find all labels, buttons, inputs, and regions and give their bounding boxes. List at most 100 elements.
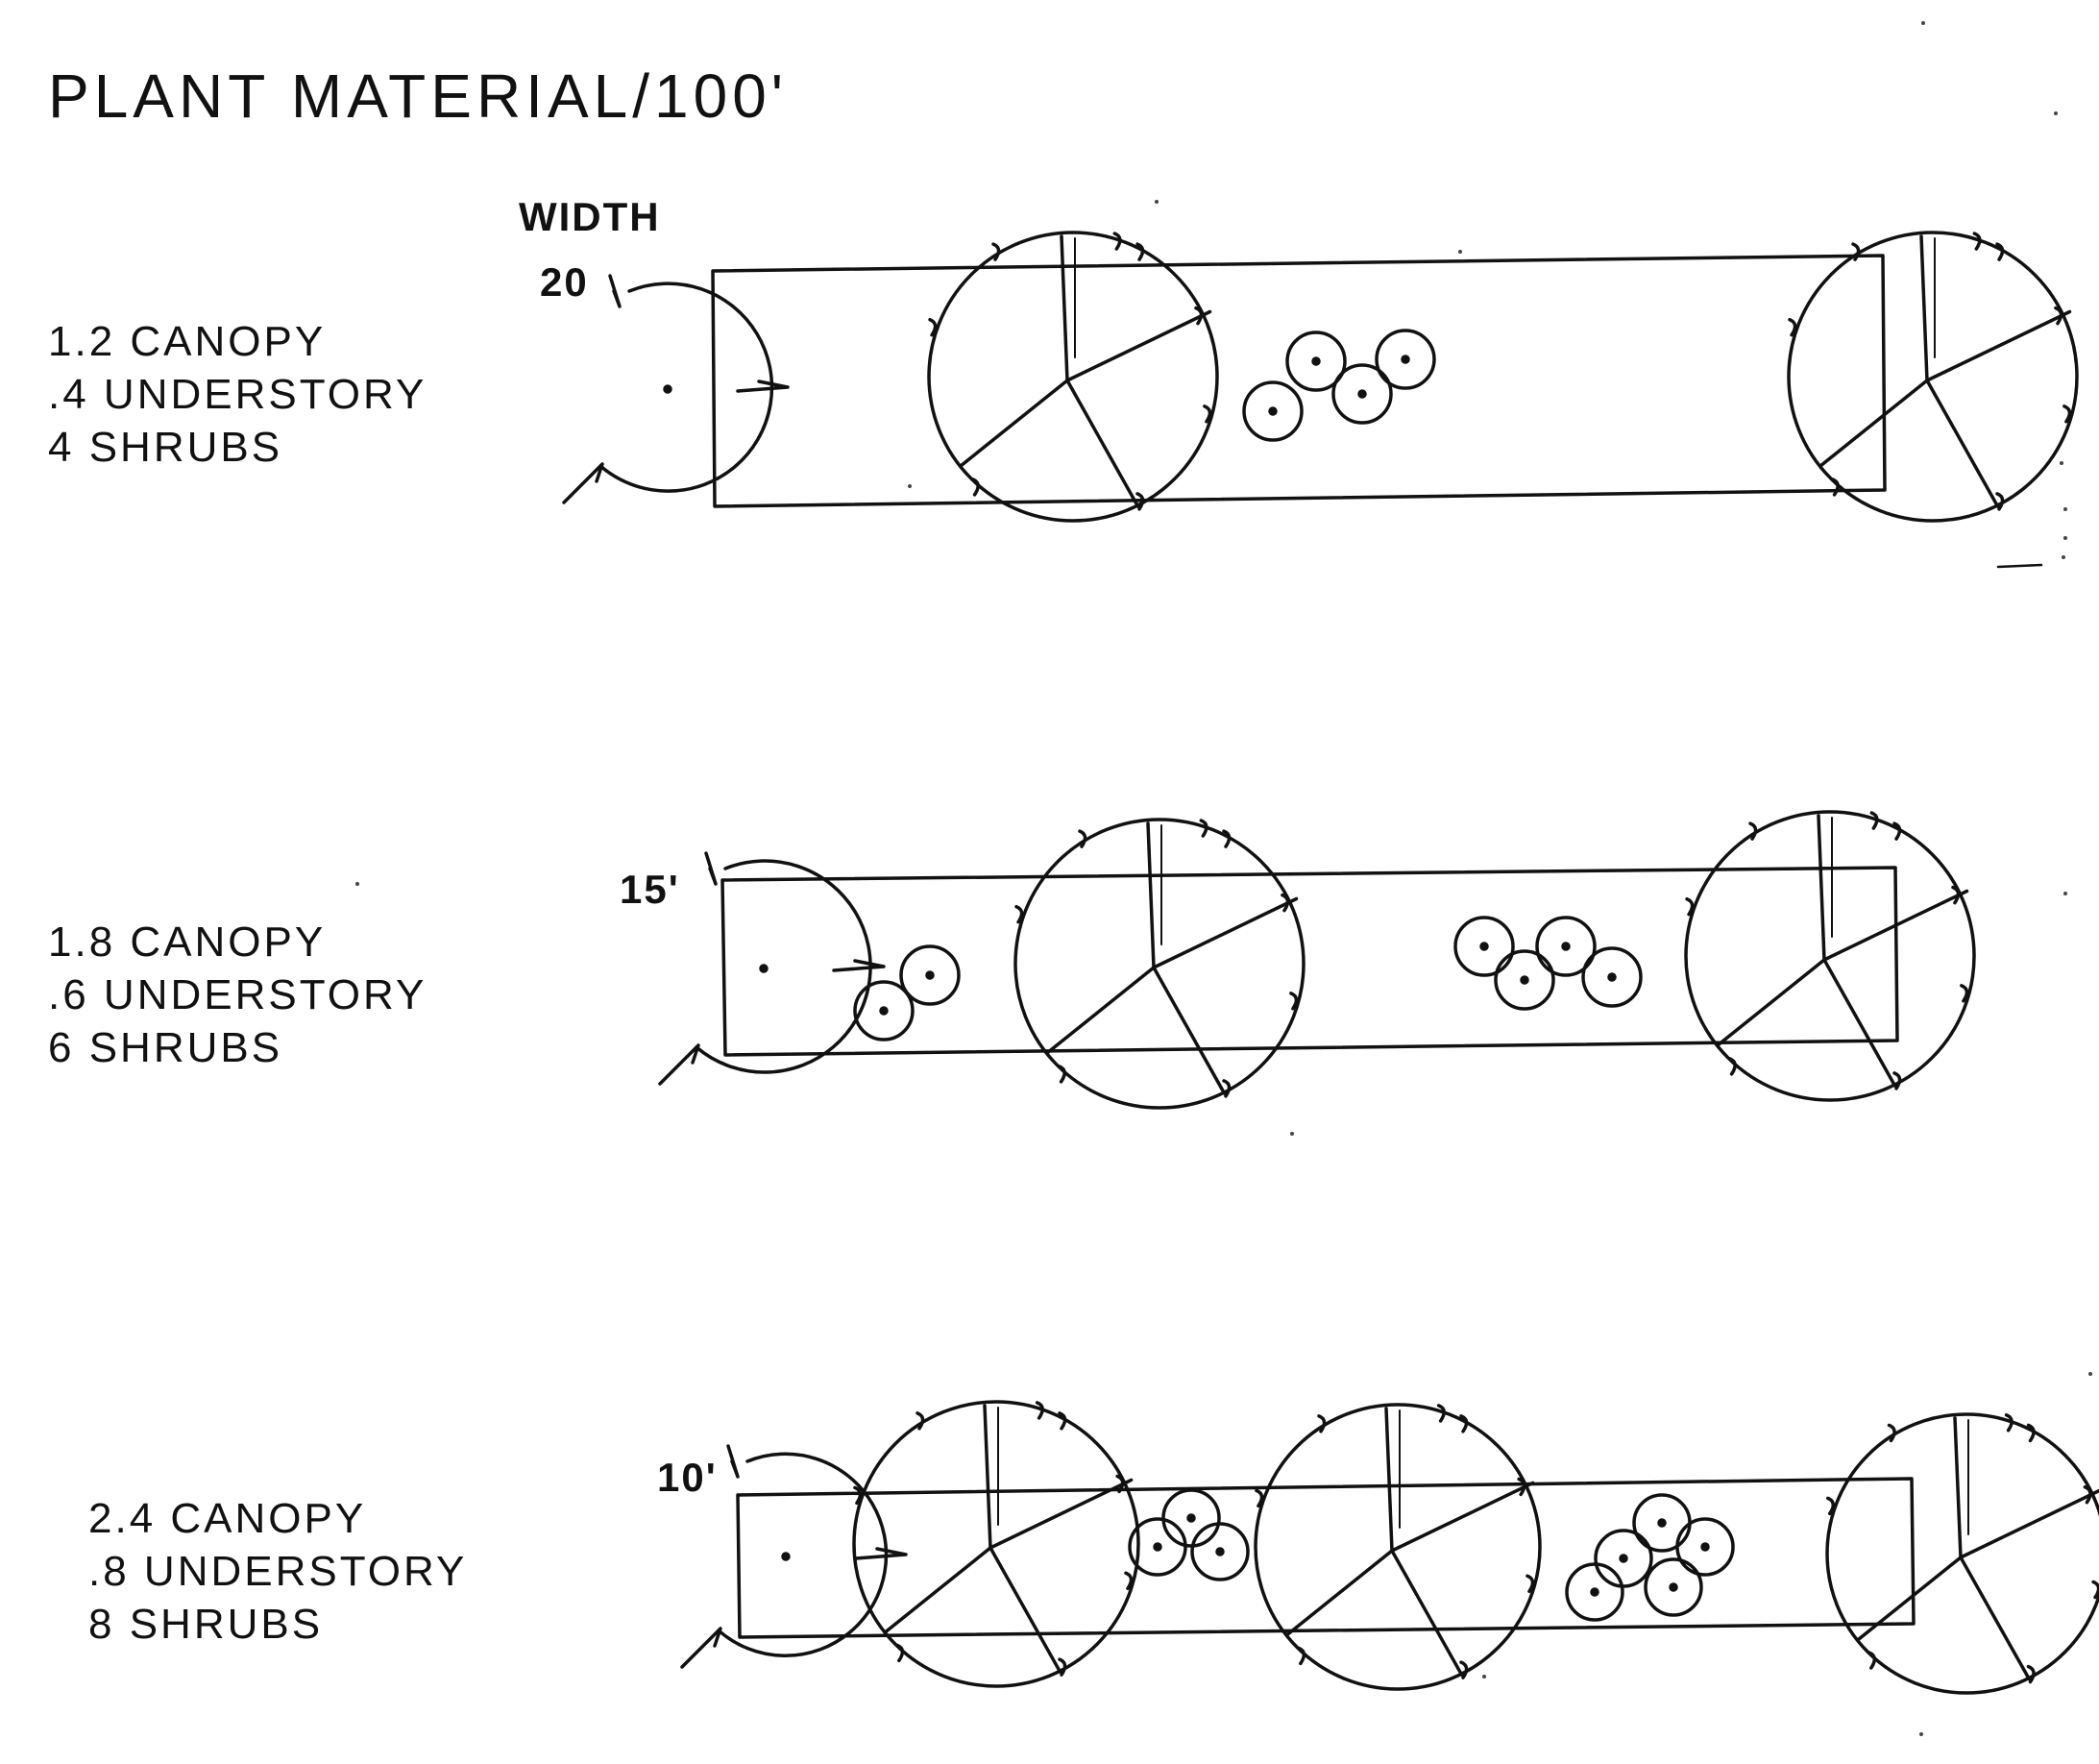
shrub-center-dot [1215,1547,1225,1556]
canopy-branch [1065,379,1140,508]
row-1-strip [711,254,1887,508]
canopy-trunk-line [1919,234,1929,382]
canopy-notch [1851,242,1861,261]
understory-break-mark [704,851,718,886]
row-3-shrub-4 [1565,1562,1624,1622]
shrub-center-dot [1311,356,1321,366]
canopy-notch [1135,242,1145,261]
shrub-outline [899,944,961,1006]
canopy-notch [1972,232,1982,251]
shrub-center-dot [1561,942,1571,951]
canopy-notch [2026,1664,2036,1684]
understory-break-mark [832,959,886,972]
canopy-branch [1045,966,1156,1055]
shrub-outline [1594,1529,1653,1588]
canopy-notch [1685,896,1695,917]
shrub-center-dot [1401,355,1410,364]
canopy-notch [1887,1423,1896,1443]
row-3-shrub-7 [1675,1517,1735,1577]
row-2-shrub-1 [853,980,915,1041]
row-3-canopy: 2.4 CANOPY [88,1495,366,1542]
canopy-notch [1951,885,1961,905]
canopy-notch [1058,1657,1067,1677]
shrub-center-dot [1669,1582,1678,1592]
canopy-branch [1716,958,1826,1047]
understory-outline [598,282,774,493]
canopy-branch [1822,889,1969,962]
canopy-outline [1684,810,1976,1102]
canopy-trunk-line [983,1404,992,1550]
canopy-notch [1255,1488,1264,1508]
shrub-center-dot [1700,1542,1710,1552]
shrub-center-dot [1590,1587,1599,1597]
canopy-outline [927,231,1219,523]
row-1-shrub-4 [1375,329,1436,390]
shrub-center-dot [1657,1518,1667,1528]
canopy-outline [852,1400,1140,1688]
row-2-shrub-4 [1494,949,1555,1011]
canopy-outline [1787,231,2079,523]
canopy-notch [1788,317,1797,337]
canopy-branch [1925,309,2072,382]
row-3-canopy-tree-3 [1825,1412,2099,1695]
canopy-trunk-line [1384,1407,1394,1553]
canopy-notch [2083,1484,2092,1505]
row-1-understory: .4 UNDERSTORY [48,371,427,418]
canopy-trunk-line [1060,234,1069,382]
canopy-notch [1517,1477,1526,1497]
row-1-canopy-tree-2 [1787,231,2079,523]
canopy-notch [1115,1474,1125,1494]
row-2-understory-tree [658,851,886,1086]
shrub-center-dot [1520,975,1529,985]
shrub-center-dot [879,1006,889,1016]
row-2-canopy-tree-2 [1684,810,1976,1102]
row-1-labels: WIDTH 20 1.2 CANOPY .4 UNDERSTORY 4 SHRU… [48,194,661,471]
diagram-title: PLANT MATERIAL/100' [48,61,788,131]
row-3-width-label: 10' [657,1455,718,1500]
canopy-branch [1152,896,1299,969]
canopy-notch [1199,819,1208,838]
canopy-notch [915,1411,925,1431]
canopy-branch [1959,1489,2099,1559]
row-2-strip [720,866,1899,1057]
canopy-outline [1825,1412,2099,1695]
row-3-shrub-5 [1594,1529,1653,1588]
understory-break-mark [658,1043,700,1086]
canopy-notch [1867,1651,1877,1670]
shrub-outline [1285,331,1347,392]
canopy-outline [1013,818,1306,1110]
canopy-notch [853,1485,863,1506]
row-1-canopy-tree-1 [927,231,1219,523]
planting-strips [711,254,1916,1639]
understory-break-mark [736,380,790,393]
shrub-center-dot [1607,972,1617,982]
canopy-notch [1222,829,1232,848]
shrub-center-dot [925,970,935,980]
canopy-notch [1035,1401,1044,1420]
canopy-notch [1995,492,2005,511]
row-3-shrub-6 [1632,1493,1692,1553]
canopy-branch [1925,379,2000,508]
canopy-notch [2062,404,2072,424]
canopy-notch [1297,1646,1306,1666]
shrub-outline [853,980,915,1041]
row-2-labels: 15' 1.8 CANOPY .6 UNDERSTORY 6 SHRUBS [48,867,678,1071]
canopy-branch [988,1546,1062,1674]
width-header: WIDTH [519,194,661,239]
scan-specks [355,21,2092,1736]
canopy-branch [1959,1556,2031,1681]
canopy-branch [1284,1549,1394,1637]
shrub-outline [1375,329,1436,390]
canopy-notch [1112,232,1122,251]
canopy-notch [1748,821,1758,841]
row-3-shrub-3 [1190,1522,1250,1581]
row-2-shrubs: 6 SHRUBS [48,1024,282,1071]
shrub-outline [1453,916,1515,977]
row-2-shrub-6 [1581,946,1643,1008]
row-3-understory-tree [680,1444,908,1669]
canopy-notch [1869,811,1879,830]
shrub-outline [1675,1517,1735,1577]
canopy-notch [1058,1411,1067,1431]
